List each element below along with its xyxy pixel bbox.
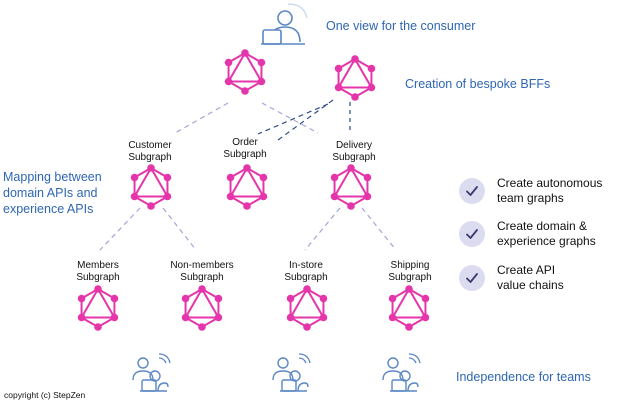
mapping-label-line3: experience APIs bbox=[3, 202, 94, 216]
graphql-logo-icon bbox=[129, 163, 173, 211]
connector bbox=[162, 207, 197, 251]
checklist-item: Create autonomous team graphs bbox=[459, 176, 619, 216]
subgraph-label-shipping: Shipping Subgraph bbox=[388, 260, 431, 284]
graphql-logo-icon bbox=[225, 163, 269, 211]
graphql-logo-icon bbox=[223, 48, 267, 96]
connector bbox=[174, 102, 229, 134]
subgraph-name: Non-members bbox=[170, 260, 234, 271]
connector bbox=[277, 99, 334, 141]
connector bbox=[361, 207, 397, 251]
subgraph-label-customer: Customer Subgraph bbox=[128, 140, 171, 164]
checklist-item: Create domain & experience graphs bbox=[459, 219, 619, 259]
subgraph-name: Customer bbox=[128, 140, 172, 151]
subgraph-name: Delivery bbox=[335, 140, 373, 151]
check-icon bbox=[459, 265, 485, 291]
subgraph-suffix: Subgraph bbox=[223, 149, 267, 160]
graphql-logo-icon bbox=[285, 284, 329, 332]
mapping-label-line2: domain APIs and bbox=[3, 186, 98, 200]
check-icon bbox=[459, 178, 485, 204]
check-icon bbox=[459, 221, 485, 247]
subgraph-label-order: Order Subgraph bbox=[223, 137, 266, 161]
connector bbox=[99, 207, 141, 251]
team-icon bbox=[272, 353, 311, 392]
checklist-line: team graphs bbox=[497, 191, 564, 205]
independence-label: Independence for teams bbox=[456, 370, 591, 384]
mapping-label-line1: Mapping between bbox=[3, 170, 102, 184]
subgraph-label-delivery: Delivery Subgraph bbox=[332, 140, 375, 164]
graphql-logo-icon bbox=[387, 284, 431, 332]
graphql-logo-icon bbox=[76, 284, 120, 332]
checklist-line: value chains bbox=[497, 278, 564, 292]
team-icon bbox=[132, 353, 171, 392]
subgraph-name: Shipping bbox=[390, 260, 430, 271]
subgraph-suffix: Subgraph bbox=[388, 272, 432, 283]
graphql-logo-icon bbox=[329, 163, 373, 211]
consumer-label: One view for the consumer bbox=[326, 19, 476, 33]
subgraph-label-in-store: In-store Subgraph bbox=[284, 260, 327, 284]
subgraph-label-members: Members Subgraph bbox=[76, 260, 119, 284]
connector bbox=[261, 102, 319, 134]
checklist-item: Create API value chains bbox=[459, 263, 619, 303]
graphql-logo-icon bbox=[180, 284, 224, 332]
checklist-text: Create autonomous team graphs bbox=[497, 176, 602, 206]
subgraph-name: Order bbox=[232, 137, 258, 148]
connector bbox=[257, 103, 329, 135]
subgraph-suffix: Subgraph bbox=[180, 272, 224, 283]
checklist-text: Create domain & experience graphs bbox=[497, 219, 596, 249]
subgraph-suffix: Subgraph bbox=[284, 272, 328, 283]
subgraph-suffix: Subgraph bbox=[332, 152, 376, 163]
checklist-line: Create autonomous bbox=[497, 176, 603, 190]
consumer-laptop-icon bbox=[261, 3, 308, 45]
subgraph-name: In-store bbox=[289, 260, 323, 271]
checklist-line: Create domain & bbox=[497, 219, 588, 233]
subgraph-suffix: Subgraph bbox=[128, 152, 172, 163]
team-icon bbox=[382, 353, 421, 392]
subgraph-name: Members bbox=[77, 260, 119, 271]
checklist-line: experience graphs bbox=[497, 234, 596, 248]
checklist-line: Create API bbox=[497, 263, 556, 277]
graphql-logo-icon bbox=[333, 54, 377, 102]
connector bbox=[304, 207, 341, 251]
bffs-label: Creation of bespoke BFFs bbox=[405, 77, 551, 91]
copyright-notice: copyright (c) StepZen bbox=[4, 390, 86, 400]
subgraph-label-non-members: Non-members Subgraph bbox=[170, 260, 233, 284]
subgraph-suffix: Subgraph bbox=[76, 272, 120, 283]
checklist-text: Create API value chains bbox=[497, 263, 564, 293]
